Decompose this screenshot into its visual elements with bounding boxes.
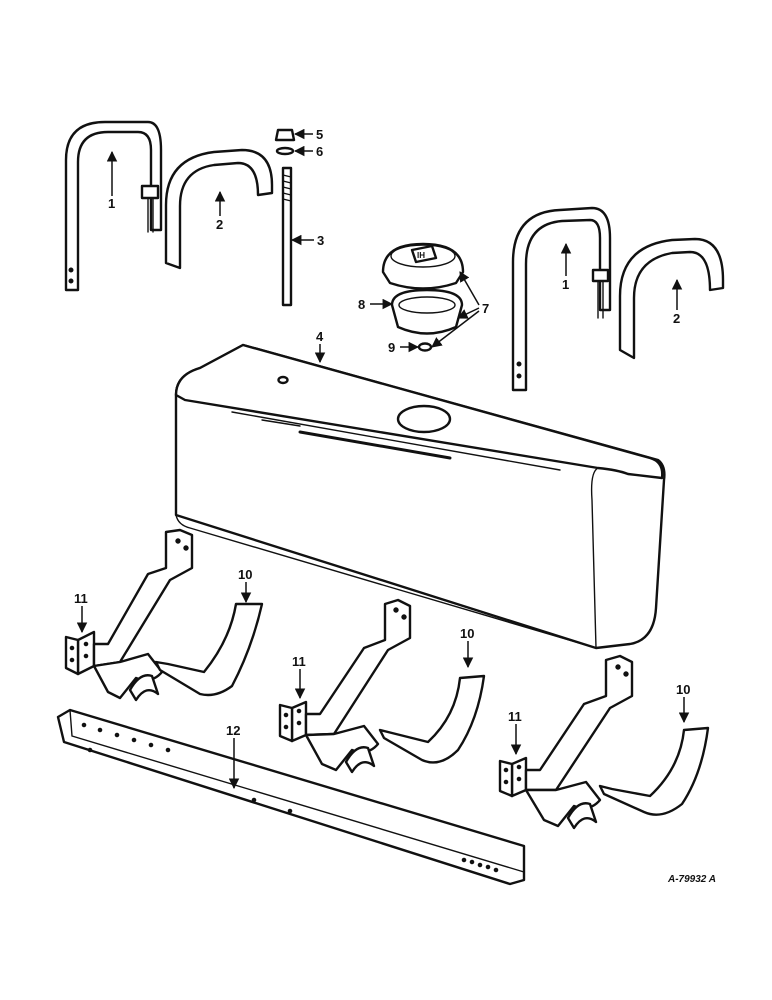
callout-6: 6	[316, 144, 323, 159]
callout-7: 7	[482, 301, 489, 316]
leader-lines	[76, 128, 690, 790]
callout-4: 4	[316, 329, 324, 344]
callout-8: 8	[358, 297, 365, 312]
svg-text:IH: IH	[417, 251, 425, 260]
callout-9: 9	[388, 340, 395, 355]
mounting-rail	[56, 708, 526, 886]
callout-1-left: 1	[108, 196, 115, 211]
tank-support-bracket-right	[498, 654, 710, 830]
filler-cap-assembly: IH	[381, 242, 465, 352]
callout-3: 3	[317, 233, 324, 248]
tank-strap-right-tall	[511, 206, 612, 392]
drawing-reference-code: A-79932 A	[667, 874, 716, 885]
fuel-tank	[174, 343, 666, 650]
callout-5: 5	[316, 127, 323, 142]
tank-strap-left-tall	[64, 120, 163, 292]
callout-10-left: 10	[238, 567, 252, 582]
callout-11-left: 11	[74, 591, 88, 606]
callout-10-right: 10	[676, 682, 690, 697]
callout-11-center: 11	[292, 654, 306, 669]
tank-support-bracket-center	[278, 598, 486, 774]
tank-strap-left-wide	[164, 148, 274, 270]
callout-2-left: 2	[216, 217, 223, 232]
callout-12: 12	[226, 723, 240, 738]
callout-labels: 1 2 3 5 6 7 8 9 1 2 4 11 10 11 10 11 10 …	[74, 127, 690, 738]
stud-assembly	[274, 128, 296, 307]
callout-1-right: 1	[562, 277, 569, 292]
tank-strap-right-wide	[618, 237, 725, 360]
callout-2-right: 2	[673, 311, 680, 326]
callout-10-center: 10	[460, 626, 474, 641]
callout-11-right: 11	[508, 709, 522, 724]
tank-support-bracket-left	[64, 528, 264, 702]
